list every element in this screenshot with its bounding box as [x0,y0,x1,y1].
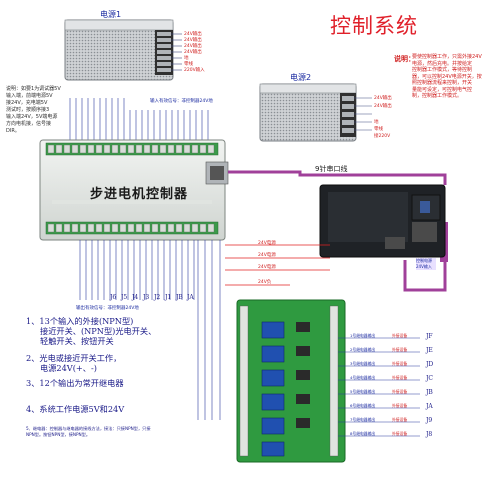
relay-output-label: 8号继电器输出 [350,431,376,436]
psu2-terminal: 零线 [374,127,383,132]
relay-output-label: 1号继电器输出 [350,333,376,338]
relay-output-label: 5号继电器输出 [350,389,376,394]
note-line: 接24V，充电端5V [6,100,48,106]
explain-line: 量能可设定，可控制电气控 [412,86,473,93]
psu1-terminal: 零线 [184,62,193,67]
relay-red-labels: 外接设备 外接设备 外接设备 外接设备 外接设备 外接设备 外接设备 外接设备 [392,333,407,445]
feature-4: 4、系统工作电源5V和24V [26,404,125,414]
psu1-terminal: 24V输出 [184,32,202,37]
explain-line: 电源，然后充电。并按给定 [412,60,473,67]
j-label: J1 [165,294,172,301]
explain-line: 要使控制器工作，只需外接24V [412,54,482,60]
relay-output-label: 4号继电器输出 [350,375,376,380]
external-device-label: 外接设备 [392,333,408,338]
psu1-terminal: 24V输出 [184,38,202,43]
j-output-label: J8 [426,431,433,438]
input-signal-label: 输入有效信号：非控制器24V地 [150,99,213,104]
serial-cable-label: 9针串口线 [315,165,348,173]
wire-label: 24V电源 [258,241,276,246]
note-line: 输入端24V，5V端电源 [6,114,58,120]
power-wires [225,244,330,286]
j-output-label: J9 [426,417,433,424]
serial-cable [228,170,447,292]
psu2-terminal: 接220V [374,134,391,139]
relay-j-outputs: JF JE JD JC JB JA J9 J8 [426,333,433,445]
relay-output-label: 6号继电器输出 [350,403,376,408]
note-line: 测试时，按顺序接3 [6,107,50,113]
j-output-label: JC [426,375,433,382]
external-device-label: 外接设备 [392,389,408,394]
psu2-terminal: 24V输出 [374,96,392,101]
external-device-label: 外接设备 [392,375,408,380]
j-label: JA [187,294,194,301]
j-label: J6 [110,294,117,301]
explain-line: 器，可以控制24V电源开关，按 [412,73,482,80]
explain-line: 照控制器流程来控制，开关 [412,80,473,86]
j-label: J4 [132,294,139,301]
power-supply-1 [64,19,182,81]
output-wires [79,240,195,300]
explain-heading: 说明： [394,55,415,63]
feature-2b: 电源24V(+、-) [40,363,97,373]
relay-labels: 1号继电器输出 2号继电器输出 3号继电器输出 4号继电器输出 5号继电器输出 … [350,333,375,445]
feature-3: 3、12个输出为常开继电器 [26,378,124,388]
external-device-label: 外接设备 [392,417,408,422]
relay-output-label: 2号继电器输出 [350,347,376,352]
j-label: JB [176,294,183,301]
feature-1b: 接近开关、(NPN型)光电开关、 [40,326,157,336]
page-title: 控制系统 [330,14,418,38]
relay-board [236,299,346,463]
wire-label: 24V电源 [258,253,276,258]
external-device-label: 外接设备 [392,403,408,408]
external-device-label: 外接设备 [392,347,408,352]
explain-line: 制，控制器工作模式。 [412,93,463,99]
stepper-controller [39,139,229,241]
j-label: J3 [143,294,150,301]
hmi-power-label: 控制电源24V输入 [416,258,436,270]
j-label: J2 [154,294,161,301]
feature-1: 1、13个输入的外接(NPN型) [26,316,134,326]
note-line: DIR。 [6,128,20,134]
output-signal-label: 输出有效信号：非控制器24V地 [76,306,139,311]
relay-output-wires [338,337,420,437]
wire-label: 24V电源 [258,265,276,270]
note-line: 方向电机接，信号接 [6,121,52,127]
relay-output-label: 3号继电器输出 [350,361,376,366]
relay-output-label: 7号继电器输出 [350,417,376,422]
hmi-touch-panel [319,184,446,258]
psu1-terminal: 地 [184,56,189,61]
power-supply-2 [259,83,372,142]
wire-label: 24V负 [258,280,272,285]
left-notes: 说明：如要1为调试器5V 输入端，前端电源5V 接24V，充电端5V 测试时，按… [6,86,72,135]
psu2-terminal: 地 [374,120,379,125]
j-output-label: JF [426,333,433,340]
external-device-label: 外接设备 [392,431,408,436]
psu2-terminal: 24V输出 [374,104,392,109]
j-output-label: JD [426,361,434,368]
j-output-label: JE [426,347,433,354]
j-output-label: JB [426,389,433,396]
j-label: J5 [121,294,128,301]
feature-2: 2、光电或接近开关工作， [26,353,122,363]
controller-title: 步进电机控制器 [90,187,189,202]
psu1-label: 电源1 [100,10,122,19]
psu2-label: 电源2 [290,73,312,82]
j-output-label: JA [426,403,433,410]
explain-line: 控制器工作模式，等待控制 [412,67,473,73]
note-line: 输入端，前端电源5V [6,93,53,99]
footnote-line: 5、继电器：控制器与继电器的接线方法，接法：只接NPN型，只接 [26,426,151,431]
input-wires [69,98,209,140]
external-device-label: 外接设备 [392,361,408,366]
psu1-terminal: 24V输出 [184,50,202,55]
psu1-terminal: 220V输入 [184,68,205,73]
footnote: 5、继电器：控制器与继电器的接线方法，接法：只接NPN型，只接 NPN型。按钮N… [26,426,151,438]
note-line: 说明：如要1为调试器5V [6,86,61,92]
footnote-line: NPN型。按钮NPN型，接NPN型。 [26,432,91,437]
feature-1c: 轻触开关、按钮开关 [40,336,114,346]
psu1-terminal: 24V输出 [184,44,202,49]
explain-text: 要使控制器工作，只需外接24V 电源，然后充电。并按给定 控制器工作模式，等待控… [412,54,492,100]
